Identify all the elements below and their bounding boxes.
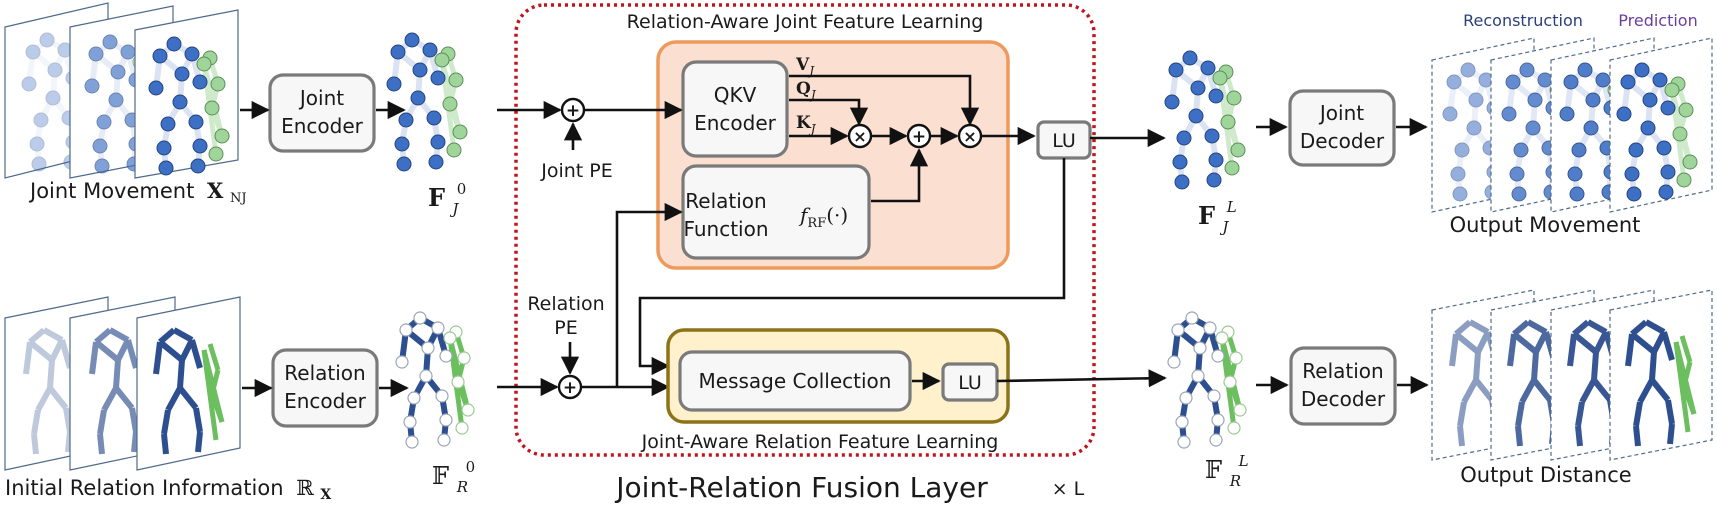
- joint-movement-frames: Joint Movement X NJ: [4, 2, 247, 206]
- svg-text:×: ×: [963, 127, 976, 146]
- skeleton-icon: [148, 36, 230, 176]
- svg-text:Message Collection: Message Collection: [699, 369, 892, 393]
- qkv-encoder-box: QKV Encoder: [681, 60, 789, 158]
- multiply-operator-2: ×: [957, 123, 983, 149]
- joint-encoder-line1: Joint: [298, 86, 344, 110]
- rf-line1: Relation: [685, 189, 766, 213]
- joint-decoder-line2: Decoder: [1300, 129, 1385, 153]
- bone-skeleton-icon: [1625, 319, 1697, 447]
- relation-decoder-line1: Relation: [1302, 359, 1383, 383]
- add-operator-relation-pe: +: [557, 374, 583, 400]
- qkv-line2: Encoder: [694, 111, 777, 135]
- joint-frame-3: [134, 9, 239, 179]
- fusion-relation-block-title: Joint-Aware Relation Feature Learning: [641, 431, 999, 453]
- arrow-v-to-multiply: [789, 74, 980, 126]
- relation-info-label: Initial Relation Information ℝ X: [5, 476, 331, 503]
- bone-skeleton-icon: [153, 327, 225, 455]
- relation-feature-fl: 𝔽 R L: [1167, 311, 1249, 492]
- relation-pe-line1: Relation: [527, 293, 604, 315]
- arrow-rf-to-add: [871, 148, 929, 203]
- fusion-layer-title: Joint-Relation Fusion Layer: [614, 471, 988, 504]
- fusion-layer: Relation-Aware Joint Feature Learning QK…: [497, 3, 1096, 504]
- arrow-lu-to-message: [638, 158, 1066, 376]
- prediction-label: Prediction: [1618, 11, 1697, 30]
- message-collection-box: Message Collection: [678, 350, 912, 412]
- q-label: QJ: [796, 79, 817, 102]
- v-label: VJ: [795, 55, 815, 78]
- relation-frame-3: [136, 296, 241, 471]
- svg-text:×: ×: [853, 127, 866, 146]
- relation-encoder-line2: Encoder: [284, 389, 367, 413]
- skeleton-icon: [1616, 62, 1698, 202]
- relation-function-box: Relation Function fRF(·): [681, 164, 871, 260]
- relation-encoder-box: Relation Encoder: [271, 348, 379, 428]
- reconstruction-label: Reconstruction: [1463, 11, 1583, 30]
- fr0-label: 𝔽 R 0: [432, 458, 476, 498]
- fj0-label: F J 0: [428, 180, 467, 220]
- joint-feature-fl: F J L: [1164, 50, 1246, 238]
- joint-feature-f0: F J 0: [386, 32, 468, 220]
- joint-encoder-box: Joint Encoder: [268, 73, 376, 153]
- relation-pe-line2: PE: [554, 317, 577, 339]
- svg-text:+: +: [566, 101, 580, 121]
- joint-decoder-line1: Joint: [1318, 101, 1364, 125]
- joint-encoder-line2: Encoder: [281, 114, 364, 138]
- k-label: KJ: [796, 113, 817, 136]
- relation-decoder-box: Relation Decoder: [1289, 346, 1397, 426]
- joint-feature-skeleton-icon: [386, 32, 468, 172]
- joint-movement-label: Joint Movement X NJ: [28, 178, 247, 206]
- add-operator-1: +: [906, 123, 932, 149]
- svg-text:LU: LU: [958, 372, 982, 394]
- arrow-relation-to-rf: [615, 202, 683, 387]
- relation-feature-skeleton-icon: [395, 311, 475, 449]
- relation-info-frames: Initial Relation Information ℝ X: [4, 296, 331, 503]
- rf-line2: Function: [683, 217, 768, 241]
- qkv-line1: QKV: [714, 83, 757, 107]
- output-distance-frames: [1431, 289, 1713, 461]
- arrow-q-to-multiply: [789, 98, 869, 126]
- output-distance-label: Output Distance: [1460, 463, 1631, 487]
- joint-pe-label: Joint PE: [540, 160, 613, 182]
- svg-text:+: +: [563, 378, 577, 398]
- output-relation-feature-skeleton-icon: [1167, 311, 1247, 449]
- fusion-repeat-label: × L: [1052, 478, 1085, 500]
- lu-box-relation: LU: [941, 362, 999, 402]
- output-distance-frame-4: [1609, 289, 1713, 461]
- lu-box-joint: LU: [1036, 120, 1092, 160]
- output-movement-frame-4: [1609, 37, 1713, 213]
- fusion-layer-border: [514, 3, 1096, 457]
- relation-decoder-line2: Decoder: [1301, 387, 1386, 411]
- joint-decoder-box: Joint Decoder: [1288, 89, 1396, 167]
- add-operator-joint-pe: +: [560, 97, 586, 123]
- svg-text:LU: LU: [1052, 130, 1076, 152]
- multiply-operator-1: ×: [847, 123, 873, 149]
- arrow-lu-to-frl: [996, 369, 1167, 388]
- output-joint-feature-skeleton-icon: [1164, 50, 1246, 190]
- relation-encoder-line1: Relation: [284, 361, 365, 385]
- output-movement-frames: [1431, 37, 1713, 213]
- relation-feature-f0: 𝔽 R 0: [395, 311, 476, 498]
- svg-text:+: +: [912, 127, 926, 147]
- fjl-label: F J L: [1198, 198, 1237, 238]
- fusion-joint-block-title: Relation-Aware Joint Feature Learning: [627, 11, 984, 33]
- output-movement-label: Output Movement: [1450, 213, 1641, 237]
- frl-label: 𝔽 R L: [1205, 452, 1249, 492]
